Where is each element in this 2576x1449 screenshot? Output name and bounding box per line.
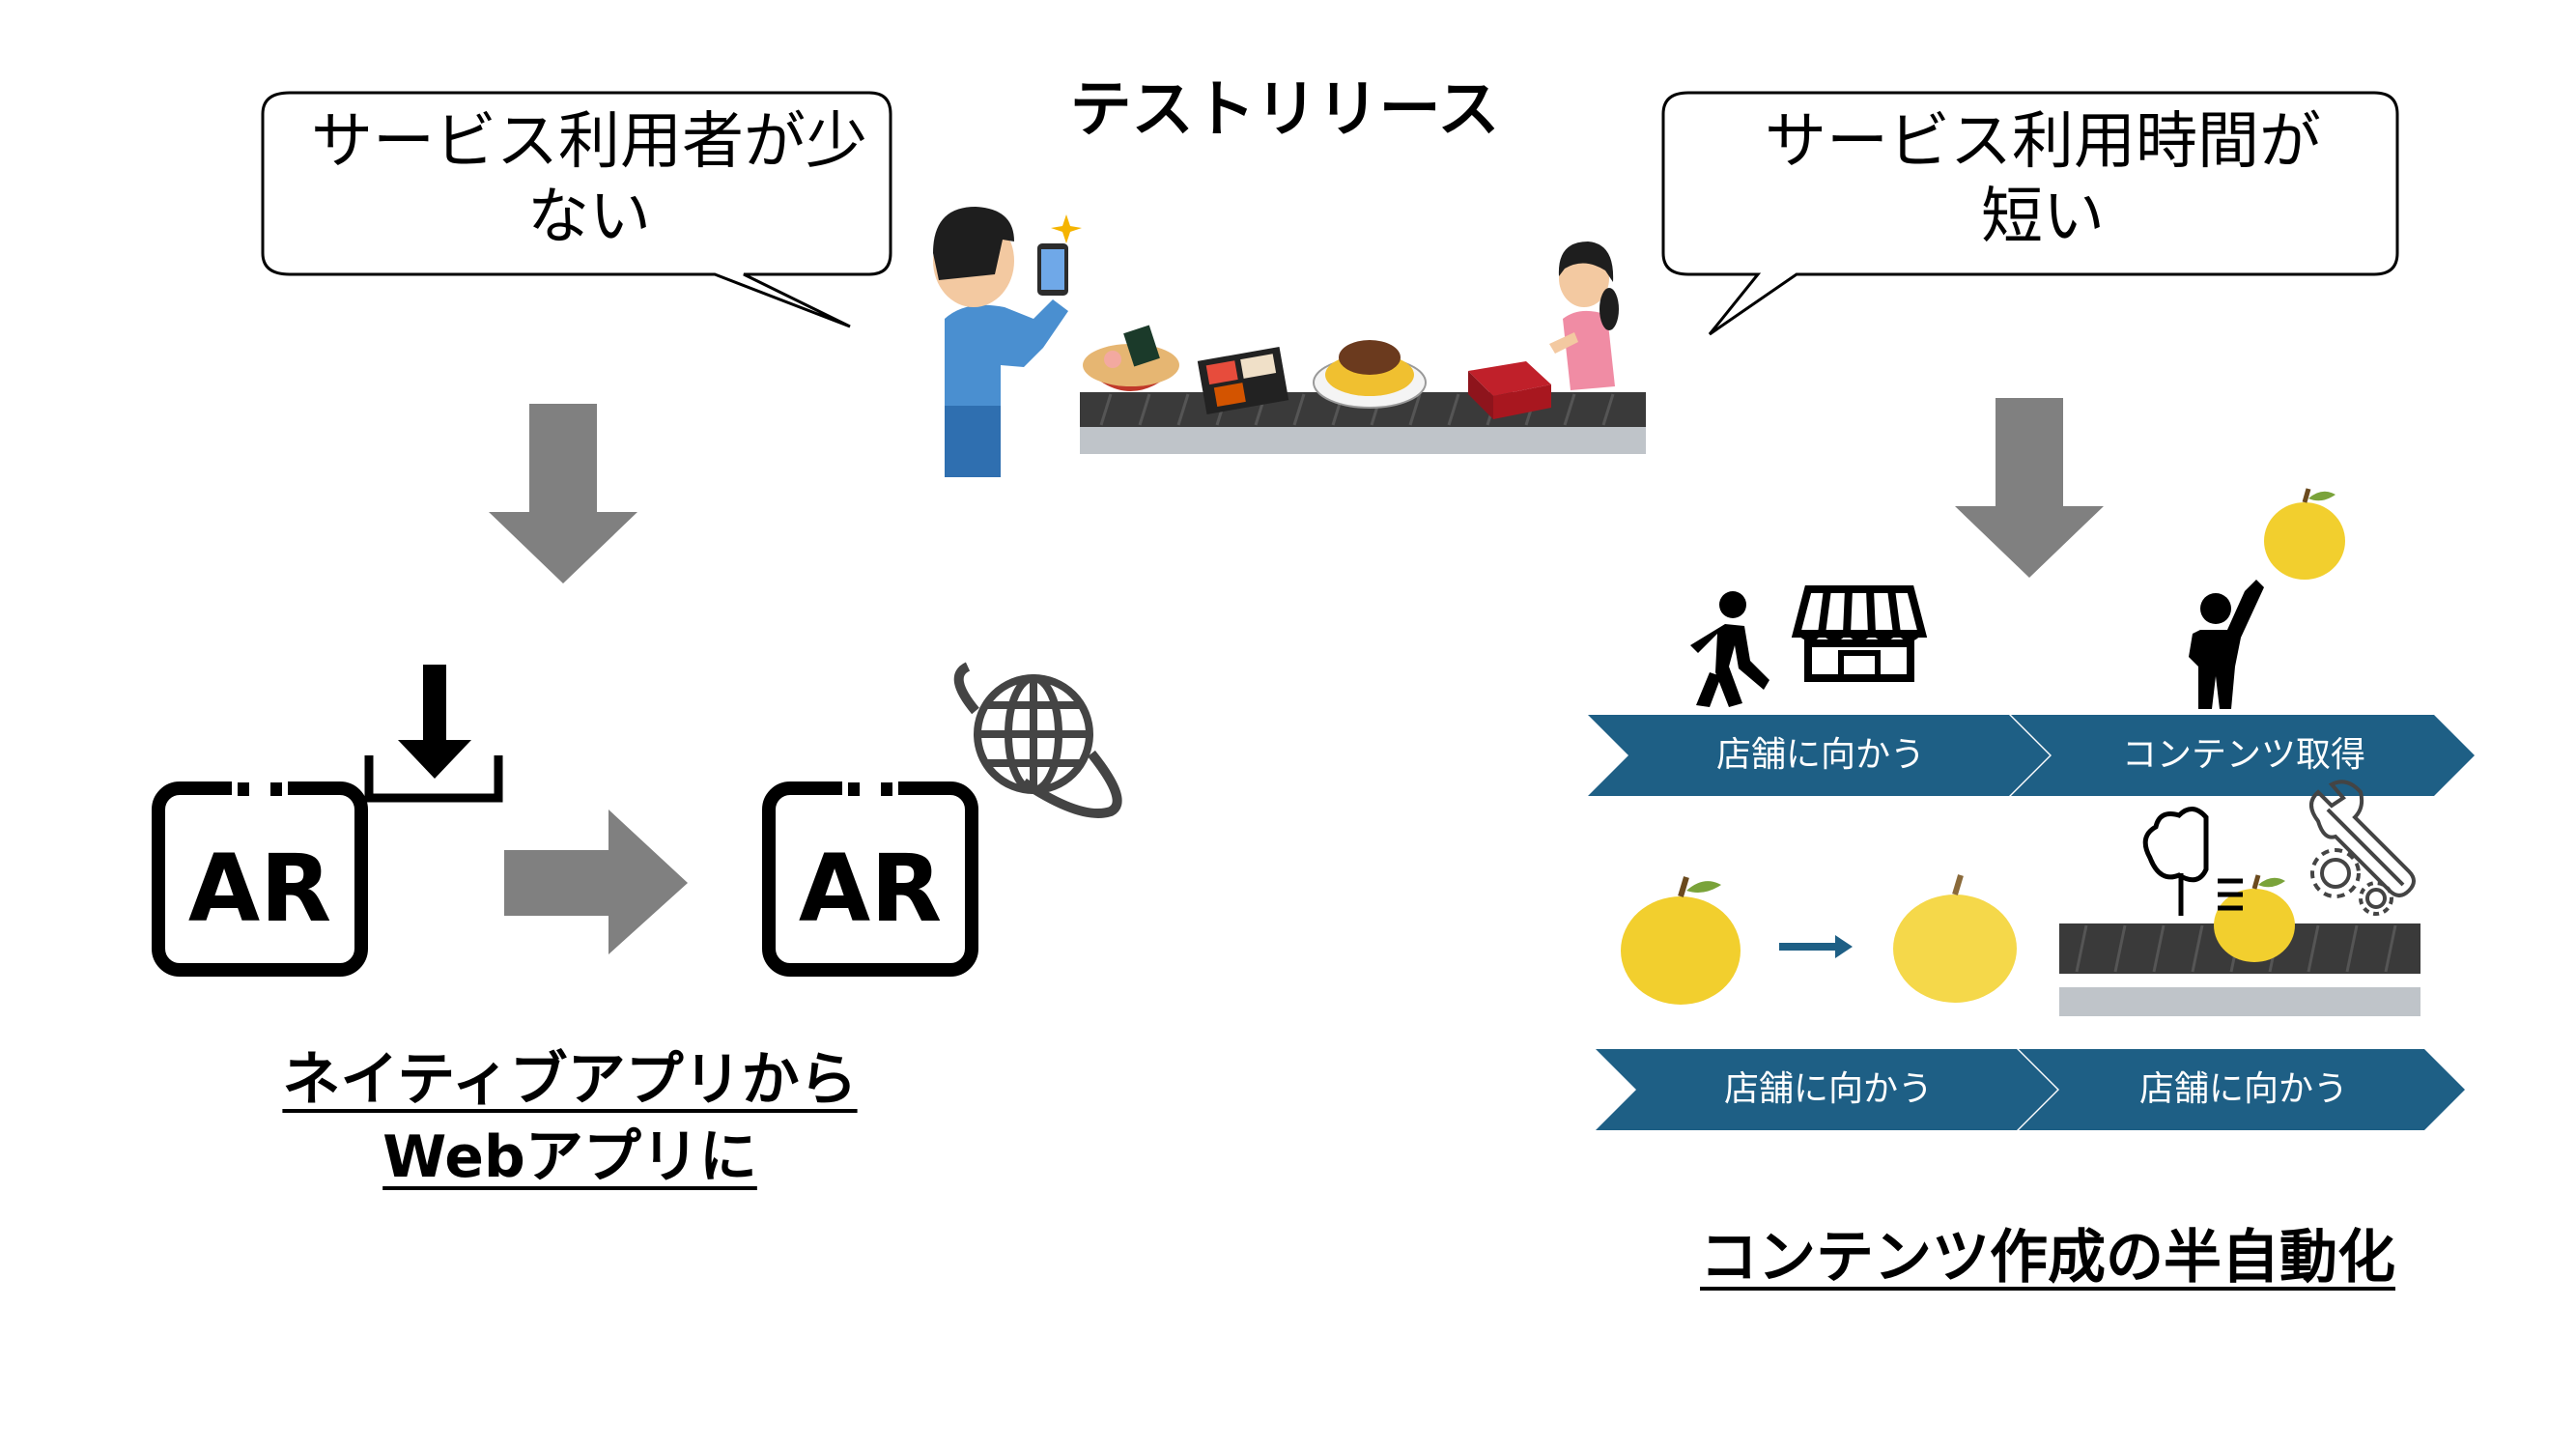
- apple-icon-left: [1621, 876, 1741, 1005]
- down-arrow-right: [1955, 398, 2104, 578]
- ar-icon-right: [762, 779, 978, 977]
- store-icon: [1791, 585, 1928, 682]
- caption-left: ネイティブアプリから Webアプリに: [241, 1041, 898, 1196]
- small-right-arrow: [1779, 935, 1853, 958]
- staff-girl-illustration: [1549, 242, 1619, 390]
- chevron-step-r1-1: [1588, 715, 2050, 796]
- chevron-r2-2-label: 店舗に向かう: [2138, 1069, 2348, 1109]
- conveyor-belt-illustration: [1080, 325, 1646, 454]
- right-arrow: [504, 810, 688, 954]
- download-icon: [364, 665, 503, 803]
- ar-icon-left: [152, 779, 368, 977]
- chevron-step-r2-2: [2019, 1049, 2465, 1130]
- speech-bubble-left-text: サービス利用者が少 ない: [270, 104, 908, 255]
- apple-icon-top: [2264, 488, 2345, 580]
- chevron-r1-2-label: コンテンツ取得: [2121, 735, 2365, 775]
- bubble-left-line2: ない: [527, 182, 651, 253]
- down-arrow-left: [489, 404, 637, 583]
- ar-icon-right-label: AR: [798, 835, 943, 943]
- gear-wrench-icon: [2309, 780, 2416, 916]
- bubble-left-line1: サービス利用者が少: [311, 106, 867, 178]
- caption-right: コンテンツ作成の半自動化: [1700, 1224, 2395, 1292]
- bubble-right-line2: 短い: [1981, 182, 2105, 253]
- person-with-smartphone-illustration: [933, 207, 1082, 477]
- chevron-step-r2-1: [1596, 1049, 2057, 1130]
- caption-left-line1: ネイティブアプリから: [282, 1046, 858, 1114]
- speech-bubble-right: [1661, 91, 2399, 336]
- chevron-step-r1-2: [2011, 715, 2475, 796]
- apple-icon-blurred: [1893, 874, 2017, 1003]
- walking-person-icon: [1690, 591, 1769, 707]
- diagram-title: テストリリース: [1069, 74, 1500, 146]
- speech-bubble-left: [261, 91, 892, 328]
- speech-bubble-right-text: サービス利用時間が 短い: [1671, 104, 2415, 255]
- globe-icon: [953, 662, 1122, 818]
- ar-icon-left-label: AR: [187, 835, 332, 943]
- reaching-person-icon: [2189, 580, 2264, 709]
- steam-icon: [2142, 807, 2243, 916]
- caption-left-line2: Webアプリに: [382, 1123, 757, 1191]
- bubble-right-line1: サービス利用時間が: [1765, 106, 2321, 178]
- chevron-r2-1-label: 店舗に向かう: [1723, 1069, 1933, 1109]
- chevron-r1-1-label: 店舗に向かう: [1715, 735, 1925, 775]
